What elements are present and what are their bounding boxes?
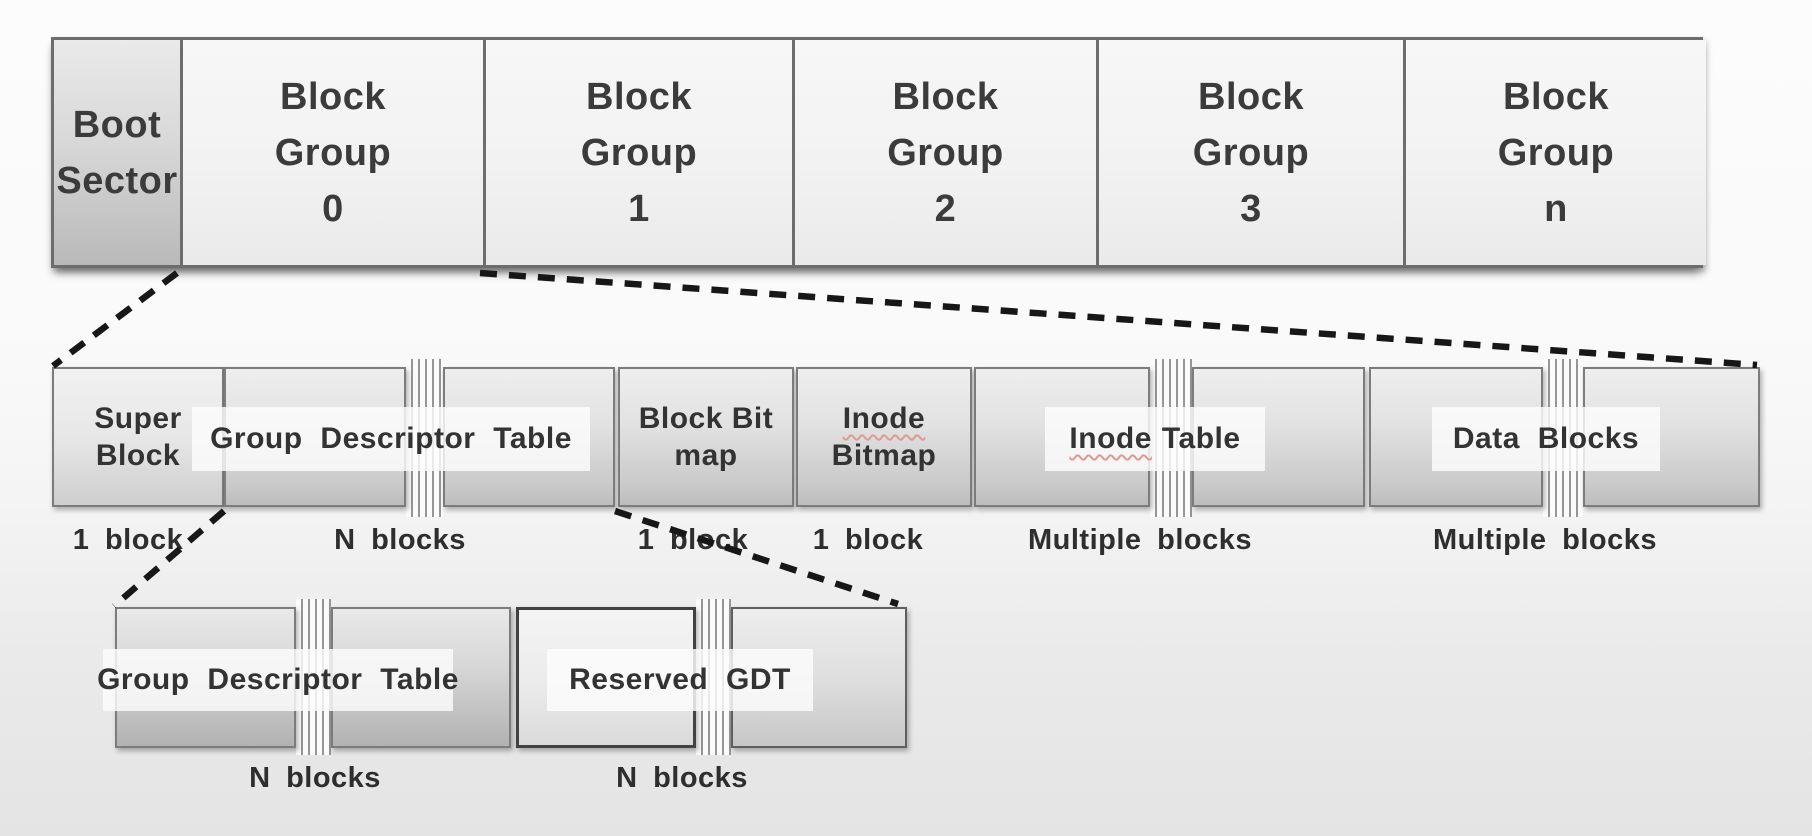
label-line: Block — [586, 75, 692, 118]
reserved-gdt-label: Reserved GDT — [547, 649, 813, 711]
inode-bitmap-box: Inode Bitmap — [796, 367, 972, 507]
label-text: Group Descriptor Table — [97, 663, 459, 696]
label-text: Data Blocks — [1452, 422, 1640, 455]
block-group-0-label: Block Group 0 — [275, 69, 391, 237]
disk-layout-row: Boot Sector Block Group 0 Block Group 1 … — [51, 37, 1706, 268]
block-group-0-box: Block Group 0 — [180, 40, 483, 265]
label-line: Group — [887, 131, 1004, 174]
inode-table-size-caption: Multiple blocks — [1028, 524, 1252, 556]
block-group-3-label: Block Group 3 — [1193, 69, 1309, 237]
label-line: 3 — [1240, 187, 1262, 230]
label-line: Block — [280, 75, 386, 118]
group-descriptor-table-label: Group Descriptor Table — [192, 407, 590, 471]
label-line: Block — [95, 439, 181, 472]
block-group-3-box: Block Group 3 — [1096, 40, 1403, 265]
block-group-1-label: Block Group 1 — [581, 69, 697, 237]
label-line: n — [1544, 187, 1568, 230]
label-line: map — [674, 439, 738, 472]
block-bitmap-size-caption: 1 block — [637, 524, 749, 556]
label-line: Block Bit — [638, 402, 774, 435]
connector-blockgroup0-to-detail — [479, 269, 1758, 369]
label-line: Block — [1503, 75, 1609, 118]
gdt-detail-size-caption: N blocks — [249, 762, 381, 794]
label-line: Boot — [72, 103, 162, 146]
label-line: Block — [1198, 75, 1304, 118]
block-group-2-label: Block Group 2 — [887, 69, 1003, 237]
block-group-n-label: Block Group n — [1498, 69, 1614, 237]
block-group-2-box: Block Group 2 — [792, 40, 1096, 265]
label-line: 1 — [628, 187, 650, 230]
label-line: Block — [892, 75, 999, 118]
label-text: Group Descriptor Table — [210, 422, 572, 455]
block-bitmap-box: Block Bit map — [618, 367, 794, 507]
super-block-label: Super Block — [94, 400, 182, 474]
label-line: Super — [94, 402, 182, 435]
super-block-size-caption: 1 block — [72, 524, 184, 556]
label-text: Reserved GDT — [569, 663, 791, 696]
boot-sector-box: Boot Sector — [54, 40, 180, 265]
label-line: Bitmap — [831, 439, 937, 472]
label-text: Table — [1161, 422, 1241, 455]
label-line: Sector — [56, 159, 178, 202]
label-line: Group — [1192, 131, 1310, 174]
block-group-n-box: Block Group n — [1403, 40, 1706, 265]
data-blocks-label: Data Blocks — [1432, 407, 1660, 471]
label-line: Group — [580, 131, 698, 174]
inode-table-label: Inode Table — [1045, 407, 1265, 471]
connector-bootsector-to-superblock — [51, 270, 179, 369]
group-descriptor-table-size-caption: N blocks — [334, 524, 466, 556]
label-text: Inode — [1069, 422, 1152, 455]
gdt-detail-label: Group Descriptor Table — [97, 649, 458, 711]
label-line: Inode — [842, 402, 926, 435]
block-group-1-box: Block Group 1 — [483, 40, 792, 265]
block-bitmap-label: Block Bit map — [639, 400, 774, 474]
inode-bitmap-label: Inode Bitmap — [832, 400, 937, 474]
reserved-gdt-size-caption: N blocks — [616, 762, 748, 794]
inode-table-box-right — [1192, 367, 1365, 507]
data-blocks-size-caption: Multiple blocks — [1433, 524, 1657, 556]
label-line: Group — [1497, 131, 1615, 174]
label-line: 2 — [934, 187, 957, 230]
label-line: 0 — [322, 187, 344, 230]
boot-sector-label: Boot Sector — [56, 97, 177, 209]
inode-bitmap-size-caption: 1 block — [812, 524, 924, 556]
label-line: Group — [274, 131, 392, 174]
